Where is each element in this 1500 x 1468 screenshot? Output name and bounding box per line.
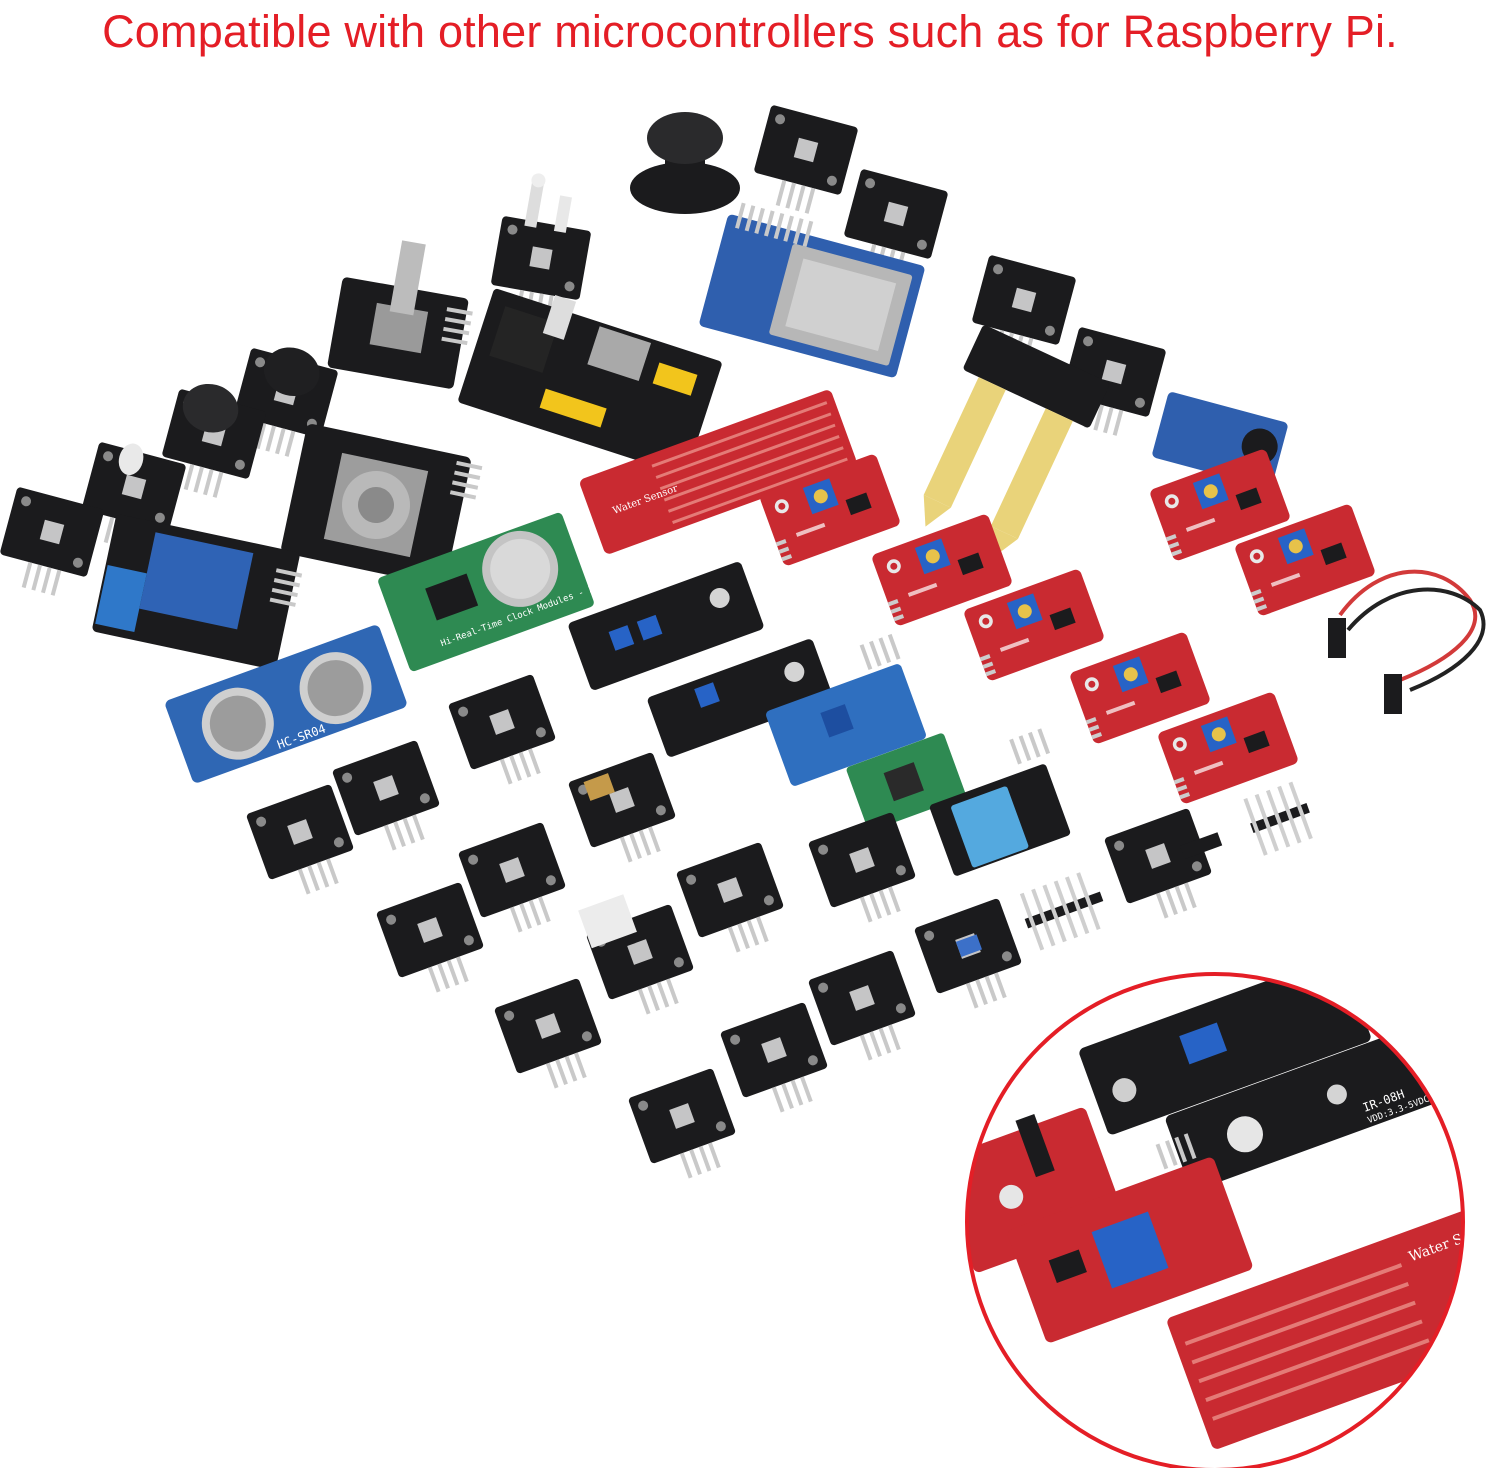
joystick-cap [630, 112, 740, 214]
ir-led-module [808, 950, 925, 1071]
laser-led-module [486, 173, 600, 325]
hall-magnetic-module [494, 978, 611, 1099]
led-module [75, 435, 189, 558]
tilt-switch-module [578, 894, 703, 1024]
ir-photo-interrupter [448, 674, 565, 795]
power-supply-module [458, 288, 722, 476]
header-pins-b [1019, 872, 1104, 951]
ir-receiver-module [747, 105, 859, 221]
reed-switch-module [676, 842, 793, 963]
water-sensor-module: Water Sensor [580, 390, 856, 554]
header-pins-a [1243, 781, 1313, 856]
dht11-module [929, 728, 1071, 876]
blue-trimpot-module [766, 633, 926, 786]
laser-emitter-module [568, 752, 685, 873]
line-tracking-module [568, 562, 764, 690]
inset-red-board-center [1007, 1133, 1253, 1343]
inset-obstacle-module: IR-08H VDD:3.3-5VDC [1165, 1029, 1435, 1191]
rtc-clock-module: Hi-Real-Time Clock Modules - 2 [378, 512, 596, 672]
relay-module [92, 514, 303, 670]
buzzer-module-passive [155, 383, 270, 505]
magnifier-ring [965, 972, 1465, 1468]
jumper-wires [1328, 569, 1486, 714]
buzzer-module-active [227, 347, 342, 464]
inset-ir-module [1079, 974, 1371, 1135]
capacitor-module [914, 898, 1031, 1019]
ultrasonic-sensor-module: HC-SR04 [165, 625, 407, 783]
photoresistor-module [808, 812, 925, 933]
product-photo-sensor-kit: Water Sensor Hi-Real-Time Clock Modules … [0, 70, 1486, 1468]
ir-obstacle-module [647, 639, 833, 757]
rotary-encoder-module [327, 240, 473, 389]
mercury-switch-module [628, 1068, 745, 1189]
flash-led-module [720, 1002, 837, 1123]
joystick-module [281, 424, 483, 586]
inset-water-sensor: Water Sensor [1167, 1211, 1463, 1449]
sd-card-module [699, 202, 925, 378]
analog-temp-module [1104, 801, 1223, 928]
magnified-inset: IR-08H VDD:3.3-5VDC Water Sensor [967, 974, 1463, 1468]
headline-caption: Compatible with other microcontrollers s… [102, 6, 1398, 57]
